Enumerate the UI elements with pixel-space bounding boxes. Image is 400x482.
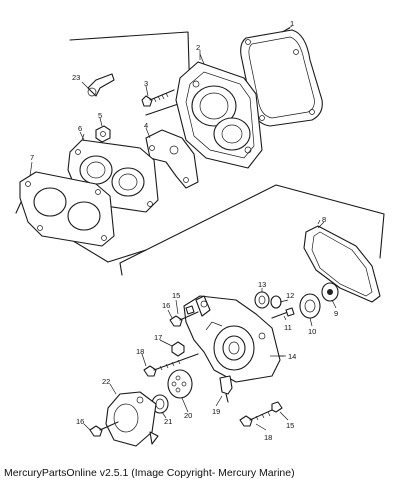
part-18-bolt-mid — [143, 353, 199, 377]
callout-22: 22 — [102, 377, 110, 386]
callout-16: 16 — [162, 301, 170, 310]
part-4-plate — [145, 129, 199, 189]
part-10-cover — [299, 293, 321, 319]
lower-group-outline — [119, 184, 385, 276]
image-caption: MercuryPartsOnline v2.5.1 (Image Copyrig… — [4, 467, 295, 479]
callout-3: 3 — [144, 79, 148, 88]
callout-2: 2 — [196, 43, 200, 52]
callout-1: 1 — [290, 19, 294, 28]
callout-15: 15 — [172, 291, 180, 300]
part-12-washer — [270, 295, 282, 309]
callout-15-lower: 15 — [286, 421, 294, 430]
callout-7: 7 — [30, 153, 34, 162]
callout-16-lower: 16 — [76, 417, 84, 426]
callout-20: 20 — [184, 411, 192, 420]
callout-14: 14 — [288, 352, 296, 361]
part-1-gasket — [240, 25, 323, 127]
part-8-gasket — [303, 219, 381, 303]
part-19-fitting — [219, 375, 233, 403]
part-7-gasket — [19, 171, 115, 247]
callout-6: 6 — [78, 124, 82, 133]
callout-23: 23 — [72, 73, 80, 82]
callout-5: 5 — [98, 111, 102, 120]
callout-12: 12 — [286, 291, 294, 300]
part-9-seal — [321, 282, 339, 302]
part-3-screw — [141, 89, 175, 107]
callout-18-lower: 18 — [264, 433, 272, 442]
callout-9: 9 — [334, 309, 338, 318]
part-17-nut — [171, 341, 185, 357]
callout-13: 13 — [258, 280, 266, 289]
callout-leaders — [29, 27, 337, 431]
part-14-pump-body — [183, 295, 284, 383]
part-2-housing — [175, 53, 263, 169]
part-5-nut — [95, 125, 111, 143]
callout-11: 11 — [284, 323, 292, 332]
callout-19: 19 — [212, 407, 220, 416]
callout-8: 8 — [322, 215, 326, 224]
part-11-screw — [271, 307, 295, 319]
part-23-fitting — [87, 73, 115, 97]
part-15-16-bolt-upper — [169, 305, 199, 327]
callout-21: 21 — [164, 417, 172, 426]
callout-18: 18 — [136, 347, 144, 356]
exploded-parts-diagram: 1 2 3 4 5 6 7 8 9 10 11 12 13 14 15 16 1… — [15, 19, 385, 447]
part-16-bolt-lower — [89, 421, 119, 437]
part-18-15-bolt-lower — [239, 401, 283, 427]
part-20-plate — [167, 369, 193, 399]
callout-10: 10 — [308, 327, 316, 336]
part-22-cover — [105, 391, 159, 447]
part-13-washer — [254, 291, 270, 309]
callout-4: 4 — [144, 121, 148, 130]
callout-labels: 1 2 3 4 5 6 7 8 9 10 11 12 13 14 15 16 1… — [30, 19, 338, 442]
callout-17: 17 — [154, 333, 162, 342]
